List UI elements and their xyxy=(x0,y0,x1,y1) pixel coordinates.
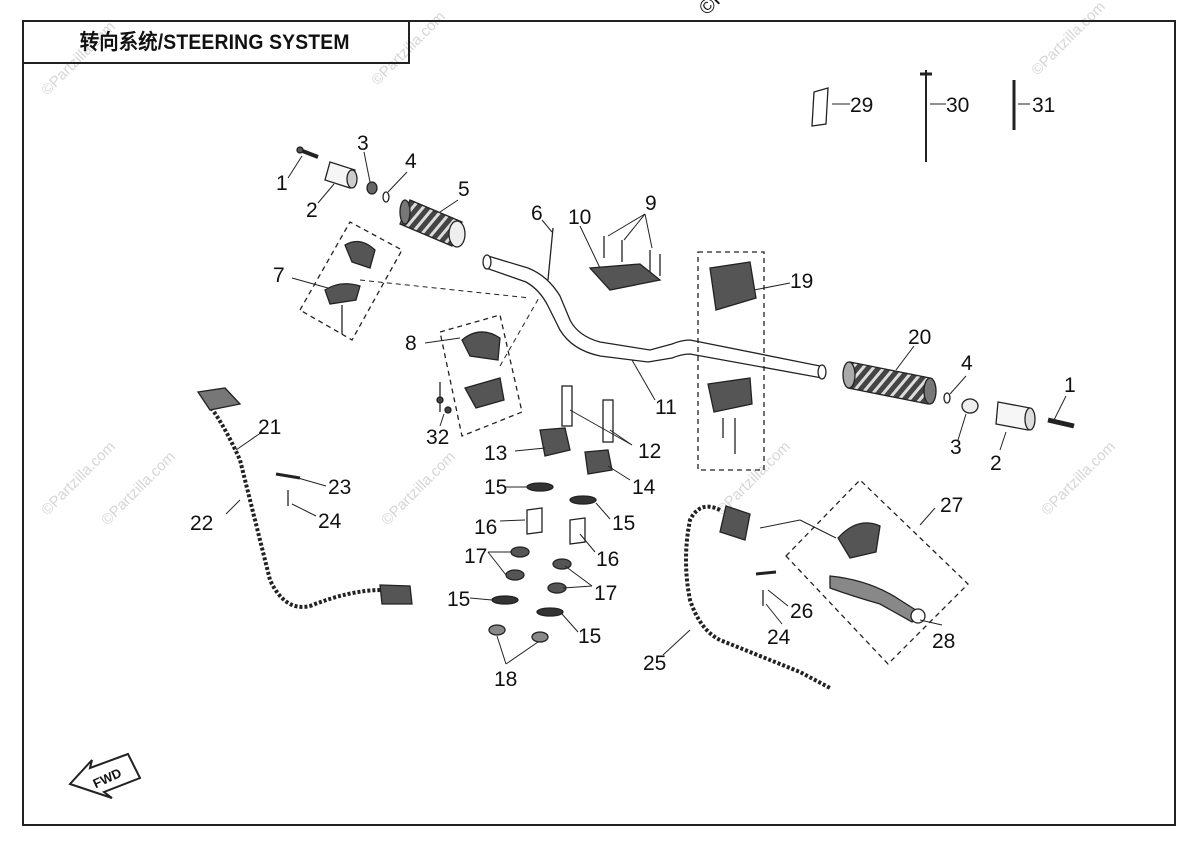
left-throttle-grip xyxy=(399,199,466,248)
callout-17a: 17 xyxy=(464,545,487,568)
diagram-frame xyxy=(22,20,1176,826)
callout-26: 26 xyxy=(790,600,813,623)
right-bolt xyxy=(1047,417,1075,429)
callout-28: 28 xyxy=(932,630,955,653)
callout-4-right: 4 xyxy=(961,352,973,375)
callout-5: 5 xyxy=(458,178,470,201)
callout-15c: 15 xyxy=(447,588,470,611)
callout-15d: 15 xyxy=(578,625,601,648)
callout-11: 11 xyxy=(655,396,677,419)
callout-9: 9 xyxy=(645,192,657,215)
callout-numbers: 1 2 3 4 5 6 7 8 9 10 11 12 13 14 15 15 1… xyxy=(190,94,1076,691)
clip-23 xyxy=(275,472,301,480)
right-spacer xyxy=(961,398,979,414)
callout-15b: 15 xyxy=(612,512,635,535)
left-brake-hose xyxy=(196,387,413,609)
callout-21: 21 xyxy=(258,416,281,439)
right-bar-end-weight xyxy=(995,401,1036,431)
callout-23: 23 xyxy=(328,476,351,499)
callout-12: 12 xyxy=(638,440,661,463)
forward-arrow-icon xyxy=(68,752,142,799)
left-bar-end-weight xyxy=(324,161,358,189)
callout-18: 18 xyxy=(494,668,517,691)
callout-8: 8 xyxy=(405,332,417,355)
page-title: 转向系统/STEERING SYSTEM xyxy=(80,31,350,54)
callout-4: 4 xyxy=(405,150,417,173)
callout-24-right: 24 xyxy=(767,626,791,649)
clip-26 xyxy=(755,570,777,576)
left-switch-housing xyxy=(299,221,403,341)
throttle-housing xyxy=(439,314,523,437)
callout-2-right: 2 xyxy=(990,452,1002,475)
callout-32: 32 xyxy=(426,426,449,449)
handlebar xyxy=(482,254,827,380)
clutch-lever-assembly xyxy=(785,479,969,665)
handlebar-holder-left xyxy=(539,385,573,457)
callout-22: 22 xyxy=(190,512,213,535)
callout-20: 20 xyxy=(908,326,931,349)
callout-19: 19 xyxy=(790,270,813,293)
callout-16b: 16 xyxy=(596,548,619,571)
left-circlip xyxy=(382,191,390,203)
callout-6: 6 xyxy=(531,202,543,225)
stack-right xyxy=(531,495,597,643)
clutch-cable xyxy=(684,504,831,690)
callout-27: 27 xyxy=(940,494,963,517)
handlebar-upper-clamp xyxy=(588,263,662,291)
callout-25: 25 xyxy=(643,652,666,675)
stack-left xyxy=(488,482,554,636)
callout-30: 30 xyxy=(946,94,969,117)
cable-guide-29 xyxy=(811,87,829,127)
callout-1-right: 1 xyxy=(1064,374,1076,397)
callout-24-left: 24 xyxy=(318,510,342,533)
right-grip xyxy=(842,361,937,405)
callout-2: 2 xyxy=(306,199,318,222)
callout-31: 31 xyxy=(1032,94,1055,117)
callout-17b: 17 xyxy=(594,582,617,605)
callout-16a: 16 xyxy=(474,516,497,539)
callout-14: 14 xyxy=(632,476,656,499)
rod-30 xyxy=(920,70,932,162)
callout-13: 13 xyxy=(484,442,507,465)
callout-29: 29 xyxy=(850,94,873,117)
callout-3-right: 3 xyxy=(950,436,962,459)
handlebar-holder-right xyxy=(584,399,614,475)
right-switch-housing xyxy=(697,251,765,471)
callout-10: 10 xyxy=(568,206,591,229)
callout-15a: 15 xyxy=(484,476,507,499)
callout-1: 1 xyxy=(276,172,288,195)
leader-lines xyxy=(225,103,1067,665)
title-box: 转向系统/STEERING SYSTEM xyxy=(22,20,410,64)
clamp-bolts xyxy=(603,236,661,276)
right-circlip xyxy=(943,392,951,404)
callout-7: 7 xyxy=(273,264,285,287)
screw-32 xyxy=(436,382,452,414)
callout-3: 3 xyxy=(357,132,369,155)
left-spacer xyxy=(366,181,378,195)
screw-6 xyxy=(547,227,554,281)
left-bolt xyxy=(296,146,319,159)
